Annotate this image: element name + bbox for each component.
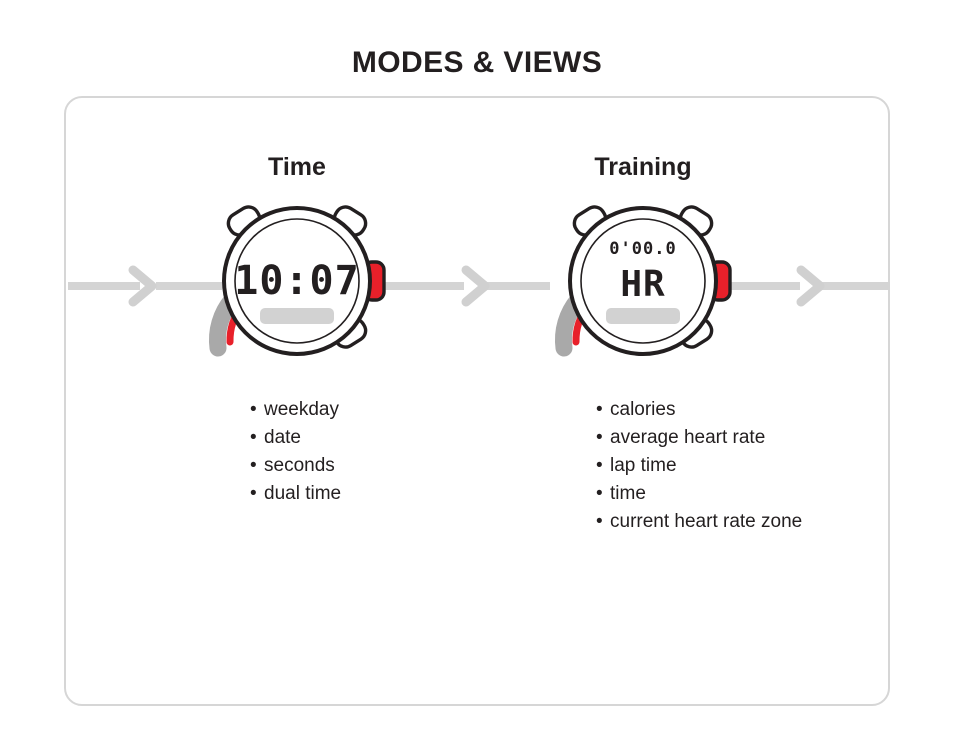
list-item: • lap time (596, 452, 848, 480)
watch-lcd-primary-time: 10:07 (234, 258, 359, 304)
list-item: • time (596, 480, 848, 508)
bullet-glyph: • (250, 455, 257, 476)
page-title: MODES & VIEWS (351, 46, 603, 79)
bullet-glyph: • (596, 511, 603, 532)
bullet-glyph: • (596, 483, 603, 504)
bullet-glyph: • (596, 455, 603, 476)
watch-illustration-time: 10:07 (172, 196, 422, 376)
bullet-glyph: • (596, 399, 603, 420)
watch-lcd-bar (606, 308, 680, 324)
list-item: • average heart rate (596, 424, 848, 452)
mode-heading-time: Time (268, 153, 326, 181)
bullet-glyph: • (250, 427, 257, 448)
list-item-label: dual time (264, 483, 342, 504)
watch-lcd-bar (260, 308, 334, 324)
watch-lcd-primary-training: HR (620, 264, 665, 305)
list-item: • seconds (250, 452, 422, 480)
list-item-label: calories (610, 399, 676, 420)
list-item: • current heart rate zone (596, 508, 848, 536)
list-item-label: seconds (264, 455, 335, 476)
feature-list-training: •calories •average heart rate •lap time … (518, 396, 848, 536)
list-item-label: time (610, 483, 646, 504)
list-item-label: lap time (610, 455, 677, 476)
watch-illustration-training: 0'00.0 HR (518, 196, 768, 376)
watch-lcd-secondary-training: 0'00.0 (609, 239, 676, 259)
bullet-glyph: • (596, 427, 603, 448)
list-item-label: date (264, 427, 301, 448)
list-item-label: weekday (264, 399, 339, 420)
bullet-glyph: • (250, 399, 257, 420)
list-item-label: average heart rate (610, 427, 766, 448)
mode-column-training: Training 0'00.0 (518, 150, 848, 536)
list-item: • weekday (250, 396, 422, 424)
list-item: • calories (596, 396, 848, 424)
feature-list-time: • weekday • date • seconds • dual time (172, 396, 422, 508)
bullet-glyph: • (250, 483, 257, 504)
list-item-label: current heart rate zone (610, 511, 803, 532)
mode-heading-training: Training (594, 153, 692, 181)
modes-card (64, 96, 890, 706)
list-item: • date (250, 424, 422, 452)
mode-column-time: Time 10:07 (172, 150, 422, 508)
list-item: • dual time (250, 480, 422, 508)
